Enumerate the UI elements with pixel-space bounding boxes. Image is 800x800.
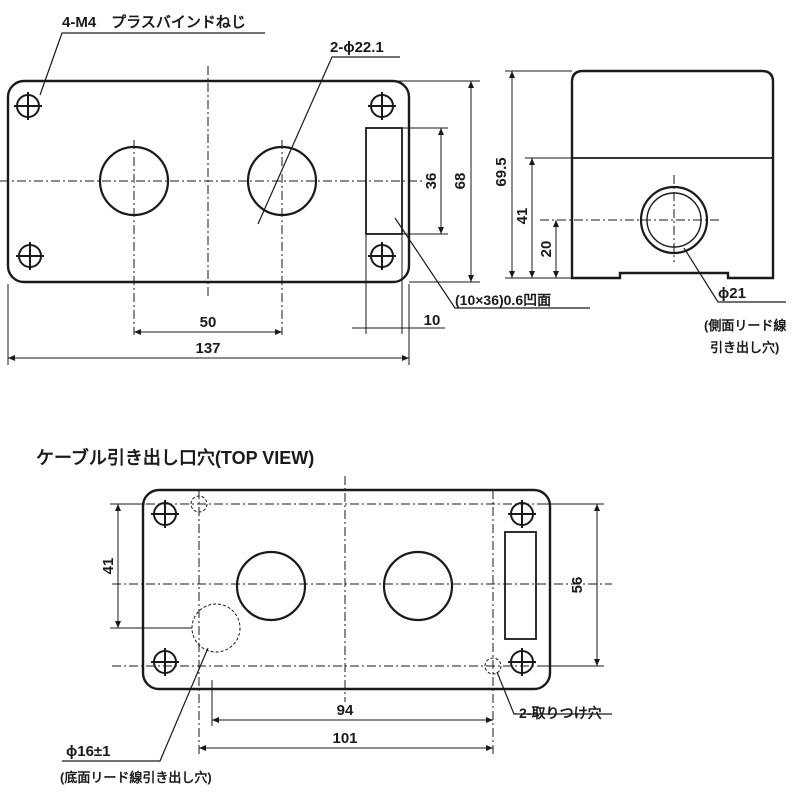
- dim-50-label: 50: [200, 314, 217, 331]
- top-dim-101-label: 101: [332, 730, 357, 747]
- front-view: 4-M4 プラスバインドねじ 2-ϕ22.1 (10×36)0.6凹面 50 1…: [0, 14, 590, 365]
- side-hole-leader: [683, 247, 786, 303]
- top-body-outline: [141, 488, 552, 691]
- bottom-hole-dia-label: ϕ16±1: [66, 743, 111, 760]
- top-view: ケーブル引き出し口穴(TOP VIEW): [36, 447, 612, 785]
- dim-36-label: 36: [423, 173, 440, 190]
- bottom-hole-note: (底面リード線引き出し穴): [60, 770, 212, 785]
- side-body-outline: [570, 69, 775, 280]
- mount-note-leader: [496, 671, 612, 715]
- mount-note-text: 2-取りつけ穴: [519, 705, 602, 721]
- screw-note-text: 4-M4 プラスバインドねじ: [62, 14, 246, 31]
- screw-icon: [508, 648, 536, 676]
- bottom-hole-leader: [62, 647, 209, 762]
- top-dim-56-label: 56: [569, 577, 586, 594]
- dim-68-label: 68: [452, 173, 469, 190]
- mount-hole-hidden-top: [190, 495, 208, 513]
- top-button-hole-right: [382, 550, 454, 622]
- screw-icon: [151, 648, 179, 676]
- recess-note-leader: [394, 217, 590, 309]
- side-hole-note-line1: (側面リード線: [704, 318, 787, 333]
- bottom-lead-hole-hidden: [191, 603, 241, 653]
- dim-137-label: 137: [195, 340, 220, 357]
- top-dim-41-label: 41: [100, 558, 117, 575]
- screw-icon: [368, 242, 396, 270]
- button-hole-right: [246, 145, 318, 217]
- screw-note-leader: [39, 32, 265, 96]
- mount-hole-hidden-bottom: [484, 657, 502, 675]
- side-view: 69.5 41 20 ϕ21 (側面リード線 引き出し穴): [493, 69, 787, 355]
- hole-note-text: 2-ϕ22.1: [330, 39, 384, 56]
- top-dim-94-label: 94: [337, 702, 354, 719]
- side-hole-note-line2: 引き出し穴): [710, 340, 779, 355]
- side-hole-dia-label: ϕ21: [718, 285, 746, 302]
- recess-note-text: (10×36)0.6凹面: [455, 292, 551, 308]
- screw-icon: [151, 500, 179, 528]
- dim-20-label: 20: [538, 241, 555, 258]
- top-label-recess: [504, 531, 537, 640]
- screw-icon: [368, 92, 396, 120]
- screw-icon: [508, 500, 536, 528]
- dim-69-5-label: 69.5: [493, 157, 510, 186]
- top-button-hole-left: [235, 550, 307, 622]
- dim-41-label: 41: [514, 208, 531, 225]
- dim-10-label: 10: [424, 312, 441, 329]
- button-hole-left: [98, 145, 170, 217]
- screw-icon: [16, 242, 44, 270]
- top-view-title: ケーブル引き出し口穴(TOP VIEW): [36, 447, 314, 468]
- label-recess: [365, 127, 403, 235]
- screw-icon: [14, 92, 42, 120]
- hole-note-leader: [257, 56, 400, 225]
